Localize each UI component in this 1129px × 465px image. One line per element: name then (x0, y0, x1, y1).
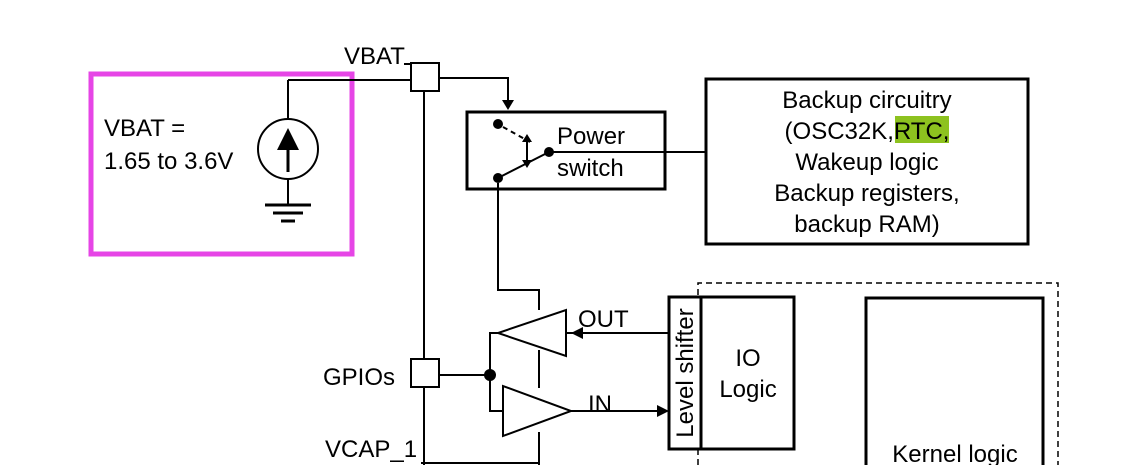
vbat-pin-label: VBAT (344, 43, 405, 70)
out-signal-label: OUT (578, 306, 629, 333)
backup-label-2: (OSC32K,RTC, (785, 118, 950, 145)
vbat-highlight-box (88, 71, 355, 257)
backup-label-rtc: RTC (894, 118, 943, 145)
level-shifter-label: Level shifter (672, 308, 699, 437)
io-logic-label-1: IO (735, 345, 760, 372)
backup-label-5: backup RAM) (794, 211, 939, 238)
vbat-value-label-1: VBAT = (104, 115, 185, 142)
gpios-pin-label: GPIOs (323, 364, 395, 391)
backup-label-1: Backup circuitry (782, 87, 951, 114)
vbat-value-label-2: 1.65 to 3.6V (104, 148, 233, 175)
power-switch-label-1: Power (557, 123, 625, 150)
in-signal-label: IN (588, 391, 612, 418)
out-buffer (494, 308, 567, 358)
current-source-icon (257, 80, 319, 205)
backup-label-3: Wakeup logic (795, 149, 938, 176)
backup-label-4: Backup registers, (774, 180, 959, 207)
io-logic-box (699, 295, 796, 451)
rtc-highlight (895, 116, 949, 143)
io-logic-label-2: Logic (719, 376, 776, 403)
backup-circuitry-box (704, 77, 1030, 246)
ground-icon (265, 203, 311, 223)
vcap-pin-label: VCAP_1 (325, 436, 417, 463)
switch-icon (493, 119, 554, 183)
kernel-logic-label: Kernel logic (892, 441, 1017, 465)
backup-label-2-suffix: , (943, 118, 950, 145)
vbat-pad (410, 62, 440, 92)
in-buffer (502, 384, 574, 438)
kernel-logic-box (864, 296, 1045, 465)
power-switch-label-2: switch (557, 155, 624, 182)
gpios-pad (410, 358, 440, 388)
backup-label-2-prefix: (OSC32K, (785, 118, 894, 145)
